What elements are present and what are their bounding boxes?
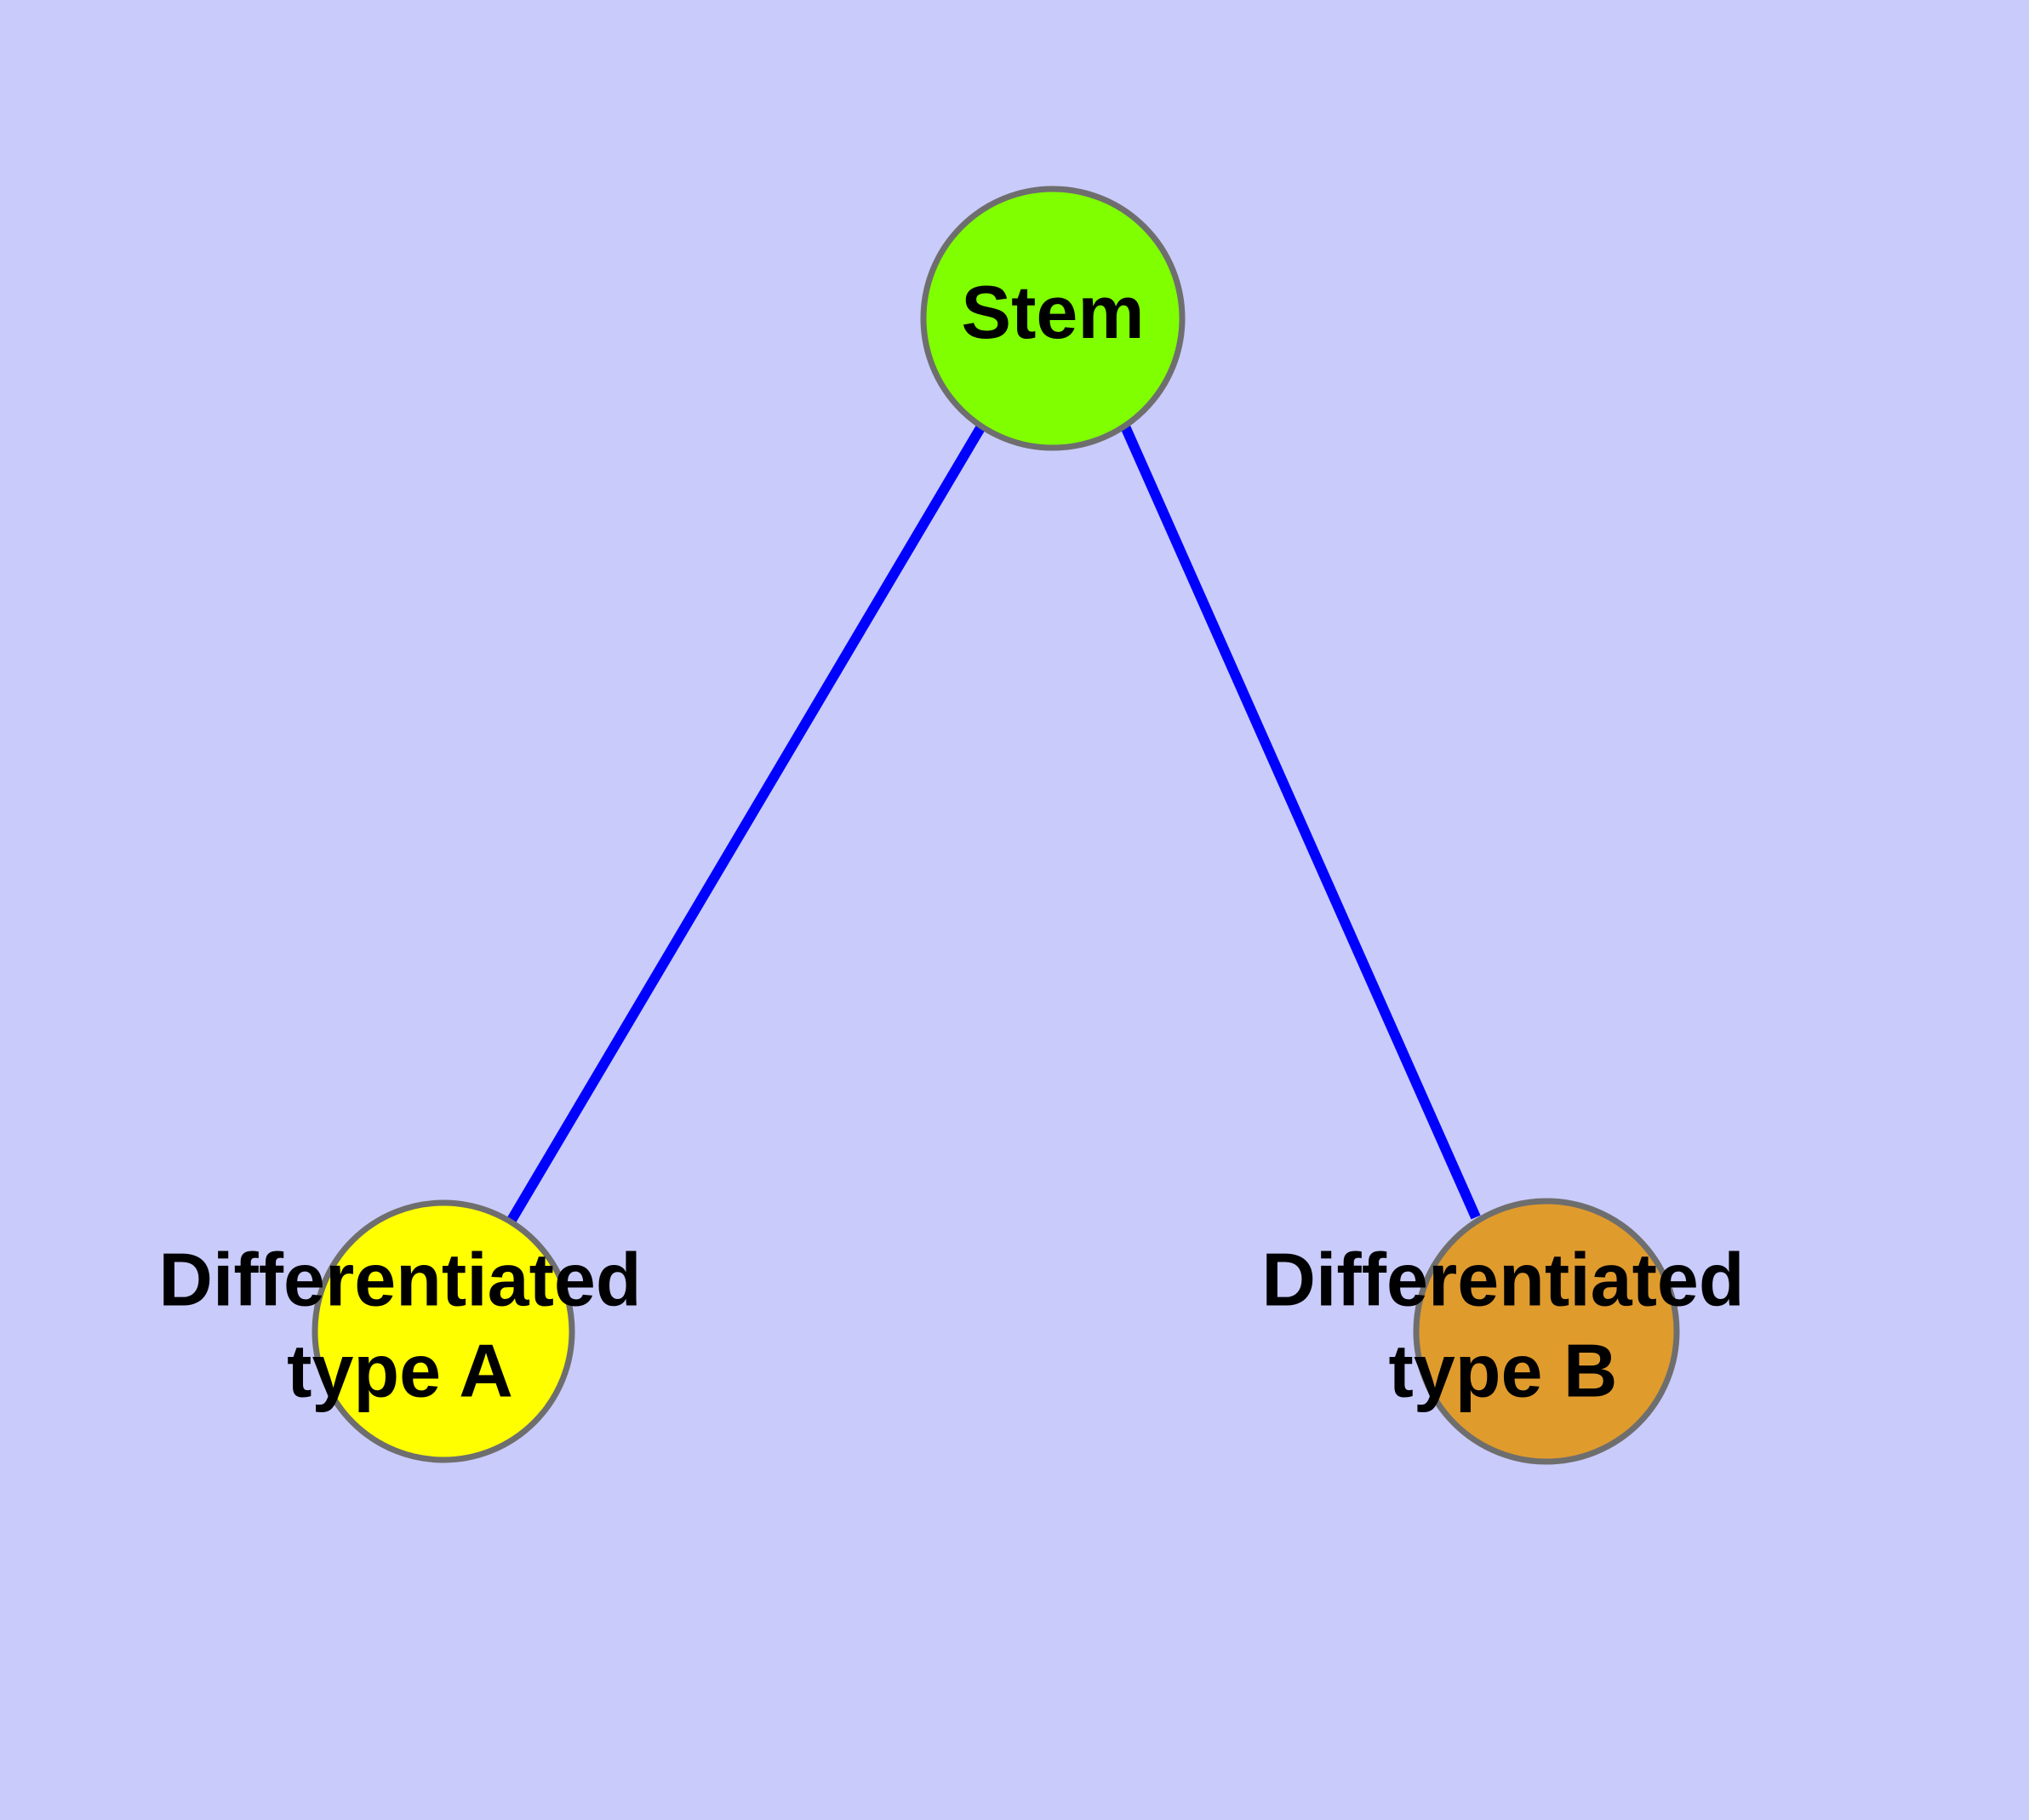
node-layer <box>311 186 1680 1465</box>
graph-node-label-line: type A <box>287 1329 513 1413</box>
graph-node-diff_b[interactable] <box>1413 1198 1680 1465</box>
graph-edge-stem-diff_b[interactable] <box>1120 424 1481 1220</box>
edge-layer <box>506 423 1481 1225</box>
graph-node-label-stem: Stem <box>961 270 1144 354</box>
graph-node-label-line: type B <box>1389 1329 1618 1413</box>
graph-node-label-line: Differentiated <box>158 1238 641 1322</box>
graph-node-stem[interactable] <box>920 186 1186 451</box>
graph-edge-stem-diff_a[interactable] <box>506 423 986 1225</box>
graph-node-label-line: Stem <box>961 270 1144 354</box>
graph-node-label-line: Differentiated <box>1261 1238 1744 1322</box>
graph-node-diff_a[interactable] <box>311 1199 575 1463</box>
